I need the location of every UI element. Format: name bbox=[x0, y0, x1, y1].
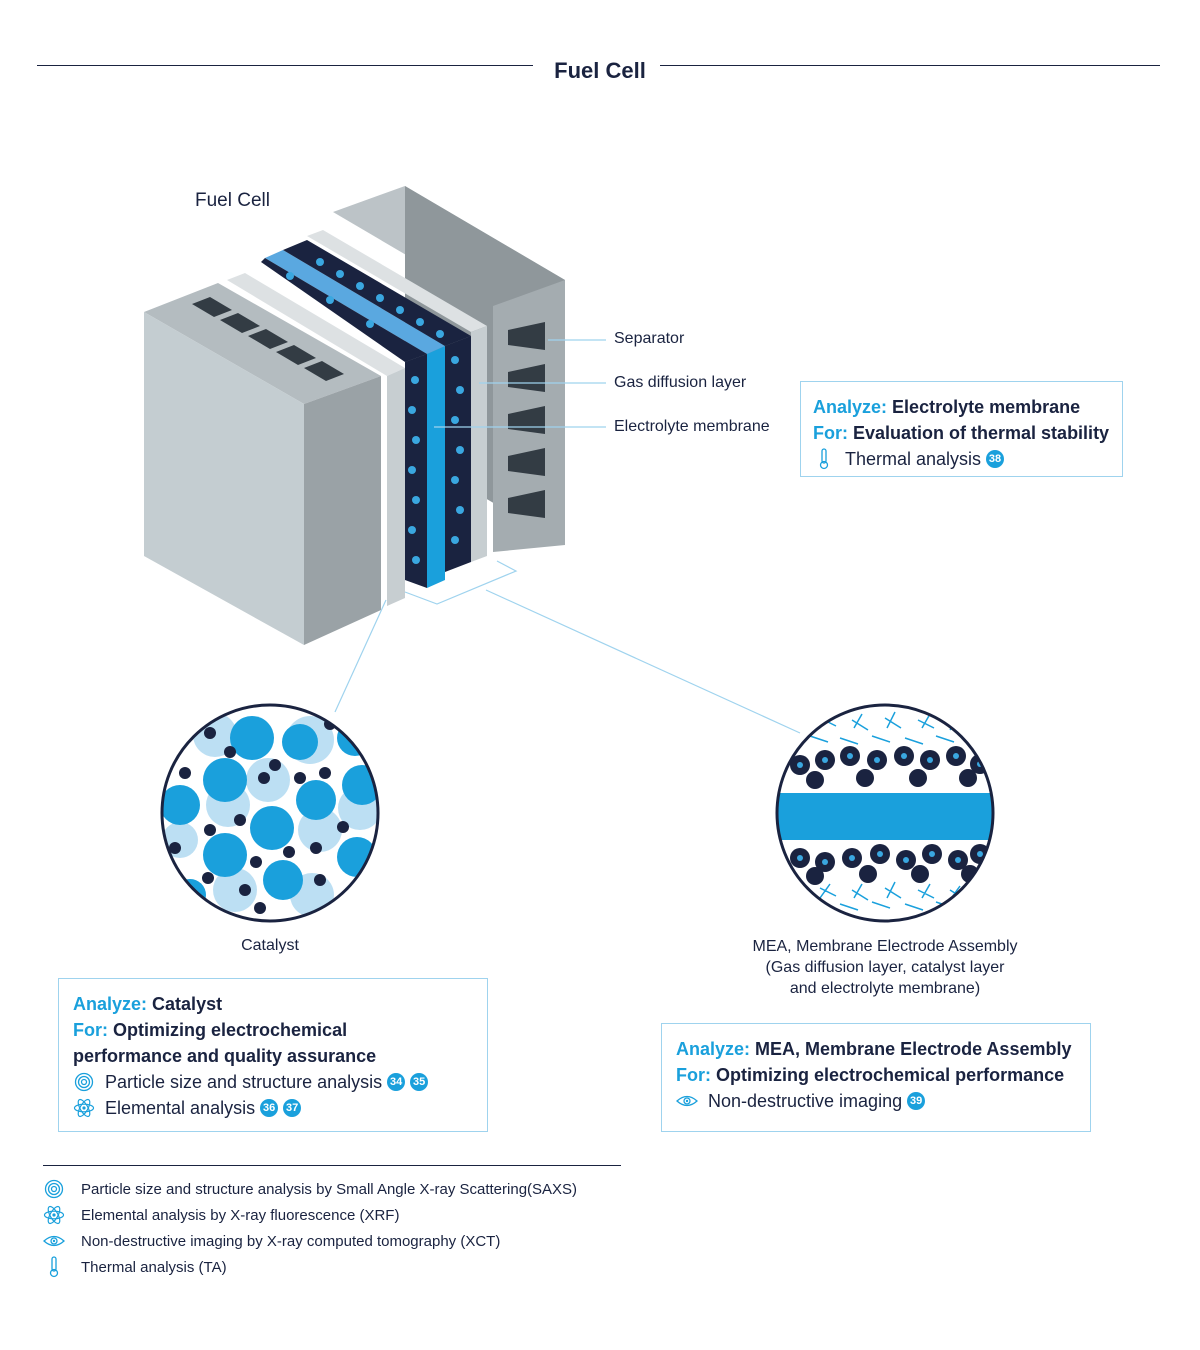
method-row: Non-destructive imaging 39 bbox=[676, 1088, 1076, 1114]
legend-item: Thermal analysis (TA) bbox=[43, 1256, 227, 1278]
method-label: Non-destructive imaging bbox=[708, 1091, 903, 1111]
method-row: Elemental analysis 36 37 bbox=[73, 1095, 473, 1121]
analyze-value: Electrolyte membrane bbox=[892, 397, 1081, 417]
concentric-circles-icon bbox=[73, 1071, 95, 1093]
analyze-line: Analyze: Catalyst bbox=[73, 991, 473, 1017]
reference-badge[interactable]: 34 bbox=[387, 1073, 406, 1091]
for-line: For: Optimizing electrochemical bbox=[73, 1017, 473, 1043]
for-key: For: bbox=[73, 1020, 108, 1040]
for-value: Optimizing electrochemical bbox=[113, 1020, 348, 1040]
catalyst-caption: Catalyst bbox=[241, 937, 299, 954]
for-line: For: Optimizing electrochemical performa… bbox=[676, 1062, 1076, 1088]
analyze-line: Analyze: Electrolyte membrane bbox=[813, 394, 1110, 420]
catalyst-info-box: Analyze: Catalyst For: Optimizing electr… bbox=[58, 978, 488, 1132]
legend-label: Particle size and structure analysis by … bbox=[81, 1180, 578, 1198]
method-row: Particle size and structure analysis 34 … bbox=[73, 1069, 473, 1095]
for-key: For: bbox=[813, 423, 848, 443]
method-row: Thermal analysis 38 bbox=[813, 446, 1110, 472]
legend-label: Elemental analysis by X-ray fluorescence… bbox=[81, 1206, 400, 1224]
reference-badge[interactable]: 35 bbox=[410, 1073, 429, 1091]
eye-icon bbox=[43, 1230, 65, 1252]
legend-label: Thermal analysis (TA) bbox=[81, 1258, 227, 1276]
analyze-line: Analyze: MEA, Membrane Electrode Assembl… bbox=[676, 1036, 1076, 1062]
analyze-key: Analyze: bbox=[813, 397, 888, 417]
label-separator: Separator bbox=[614, 330, 685, 347]
concentric-circles-icon bbox=[43, 1178, 65, 1200]
reference-badge[interactable]: 38 bbox=[986, 450, 1005, 468]
electrolyte-info-box: Analyze: Electrolyte membrane For: Evalu… bbox=[800, 381, 1123, 477]
for-value: Evaluation of thermal stability bbox=[853, 423, 1110, 443]
thermometer-icon bbox=[43, 1256, 65, 1278]
catalyst-zoom bbox=[162, 705, 378, 921]
mea-zoom bbox=[777, 705, 993, 921]
mea-info-box: Analyze: MEA, Membrane Electrode Assembl… bbox=[661, 1023, 1091, 1132]
atom-icon bbox=[73, 1097, 95, 1119]
label-gas-diffusion-layer: Gas diffusion layer bbox=[614, 374, 747, 391]
mea-caption-line: MEA, Membrane Electrode Assembly bbox=[752, 938, 1018, 955]
legend-item: Particle size and structure analysis by … bbox=[43, 1178, 577, 1200]
diagram-title: Fuel Cell bbox=[195, 190, 270, 211]
legend-item: Non-destructive imaging by X-ray compute… bbox=[43, 1230, 500, 1252]
mea-caption-line: and electrolyte membrane) bbox=[789, 980, 981, 997]
left-separator-block bbox=[144, 283, 381, 645]
method-label: Thermal analysis bbox=[845, 449, 982, 469]
header-rule-left bbox=[37, 65, 533, 66]
atom-icon bbox=[43, 1204, 65, 1226]
for-line-continued: performance and quality assurance bbox=[73, 1043, 473, 1069]
mea-caption: MEA, Membrane Electrode Assembly (Gas di… bbox=[700, 936, 1070, 999]
analyze-key: Analyze: bbox=[676, 1039, 751, 1059]
for-key: For: bbox=[676, 1065, 711, 1085]
for-line: For: Evaluation of thermal stability bbox=[813, 420, 1110, 446]
mea-caption-line: (Gas diffusion layer, catalyst layer bbox=[765, 959, 1005, 976]
analyze-value: MEA, Membrane Electrode Assembly bbox=[755, 1039, 1072, 1059]
thermometer-icon bbox=[813, 448, 835, 470]
label-electrolyte-membrane: Electrolyte membrane bbox=[614, 418, 770, 435]
method-label: Elemental analysis bbox=[105, 1098, 256, 1118]
analyze-key: Analyze: bbox=[73, 994, 148, 1014]
reference-badge[interactable]: 36 bbox=[260, 1099, 279, 1117]
analyze-value: Catalyst bbox=[152, 994, 223, 1014]
legend-label: Non-destructive imaging by X-ray compute… bbox=[81, 1232, 501, 1250]
page-title: Fuel Cell bbox=[554, 58, 646, 83]
reference-badge[interactable]: 39 bbox=[907, 1092, 926, 1110]
for-value: Optimizing electrochemical performance bbox=[716, 1065, 1065, 1085]
for-value: performance and quality assurance bbox=[73, 1046, 377, 1066]
method-label: Particle size and structure analysis bbox=[105, 1072, 383, 1092]
legend-item: Elemental analysis by X-ray fluorescence… bbox=[43, 1204, 399, 1226]
legend-rule bbox=[43, 1165, 621, 1166]
eye-icon bbox=[676, 1090, 698, 1112]
header-rule-right bbox=[660, 65, 1160, 66]
reference-badge[interactable]: 37 bbox=[283, 1099, 302, 1117]
